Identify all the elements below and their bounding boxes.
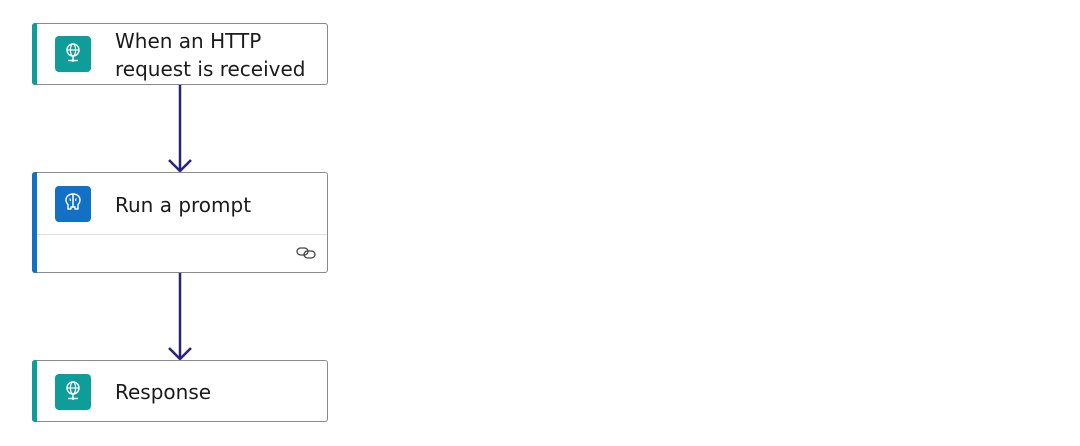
- globe-icon: [62, 379, 84, 405]
- card-divider: [37, 234, 327, 235]
- step-icon-box: [55, 186, 91, 222]
- flow-step-response[interactable]: Response: [32, 360, 328, 422]
- link-icon[interactable]: [295, 245, 317, 261]
- connector-arrow: [168, 85, 192, 173]
- step-icon-box: [55, 36, 91, 72]
- step-accent-bar: [32, 172, 37, 273]
- flow-step-run-prompt[interactable]: Run a prompt: [32, 172, 328, 273]
- step-title: Run a prompt: [115, 193, 252, 217]
- connector-arrow: [168, 273, 192, 361]
- step-accent-bar: [32, 23, 37, 85]
- globe-icon: [62, 41, 84, 67]
- brain-icon: [61, 190, 85, 218]
- step-title: When an HTTP request is received: [115, 29, 306, 81]
- flow-step-http-trigger[interactable]: When an HTTP request is received: [32, 23, 328, 85]
- step-title: Response: [115, 380, 212, 404]
- step-icon-box: [55, 374, 91, 410]
- step-accent-bar: [32, 360, 37, 422]
